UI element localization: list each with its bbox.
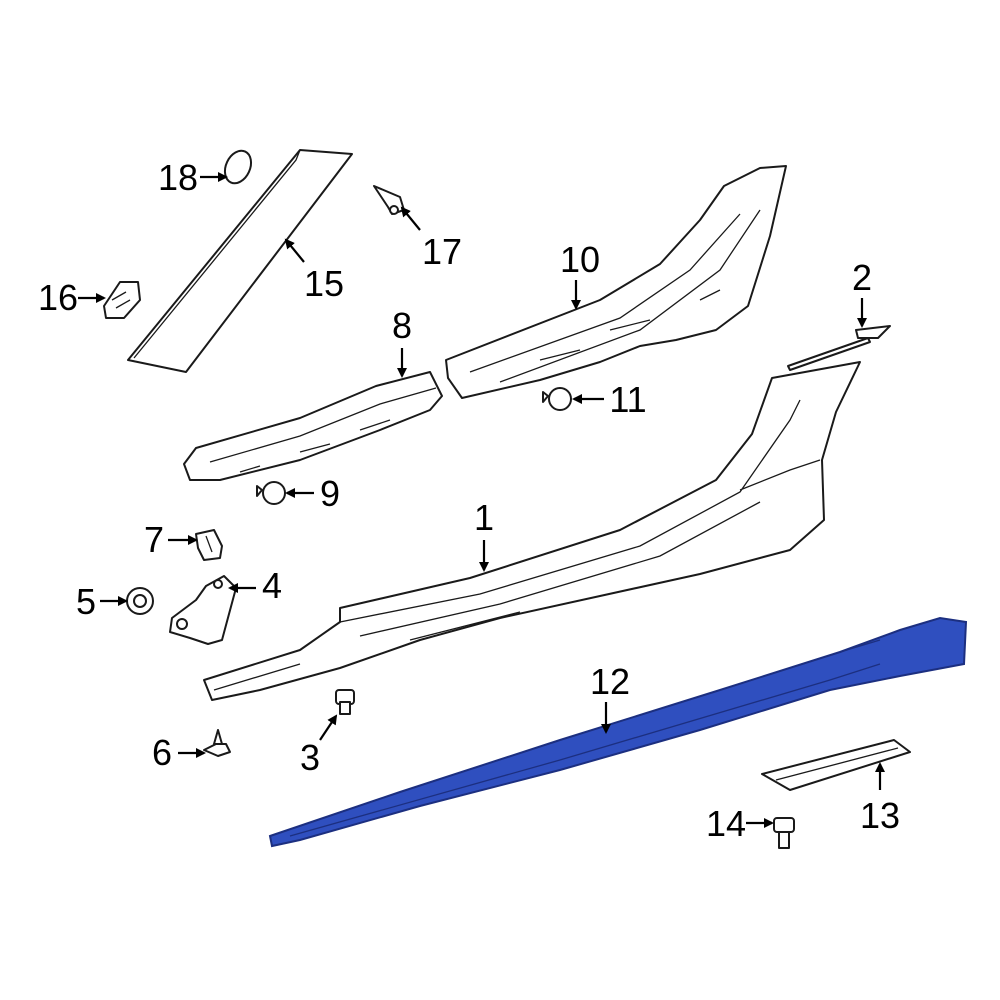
callout-15: 15 (304, 263, 344, 304)
callout-4: 4 (262, 565, 282, 606)
callout-9: 9 (320, 473, 340, 514)
part-9-clip (256, 481, 286, 505)
part-2-moulding (787, 325, 891, 371)
callout-18: 18 (158, 157, 198, 198)
callout-3: 3 (300, 737, 320, 778)
callout-labels: 1 2 3 4 5 6 7 8 9 10 11 12 13 14 15 16 1… (38, 157, 900, 844)
callout-17: 17 (422, 231, 462, 272)
callout-2: 2 (852, 257, 872, 298)
part-6-pin (203, 729, 231, 757)
part-4-bracket (169, 575, 237, 645)
callout-arrows (78, 172, 885, 828)
callout-6: 6 (152, 732, 172, 773)
part-5-grommet (126, 587, 154, 615)
callout-14: 14 (706, 803, 746, 844)
callout-16: 16 (38, 277, 78, 318)
callout-12: 12 (590, 661, 630, 702)
callout-10: 10 (560, 239, 600, 280)
part-7-nut (195, 529, 223, 561)
part-1-rocker-panel (203, 361, 861, 701)
part-15-pillar-garnish (127, 149, 353, 373)
callout-8: 8 (392, 305, 412, 346)
part-17-clip (373, 185, 405, 215)
part-16-retainer (103, 281, 141, 319)
part-12-side-skirt (268, 616, 968, 848)
callout-11: 11 (609, 379, 646, 420)
part-3-clip (335, 689, 355, 715)
part-14-screw (773, 817, 795, 849)
part-13-trim-plate (761, 739, 911, 791)
callout-5: 5 (76, 581, 96, 622)
callout-7: 7 (144, 519, 164, 560)
part-18-grommet (223, 149, 253, 185)
callout-13: 13 (860, 795, 900, 836)
callout-1: 1 (474, 497, 494, 538)
part-11-clip (542, 387, 572, 411)
part-10-reinforcement (445, 165, 787, 399)
part-8-reinforcement (183, 371, 443, 481)
